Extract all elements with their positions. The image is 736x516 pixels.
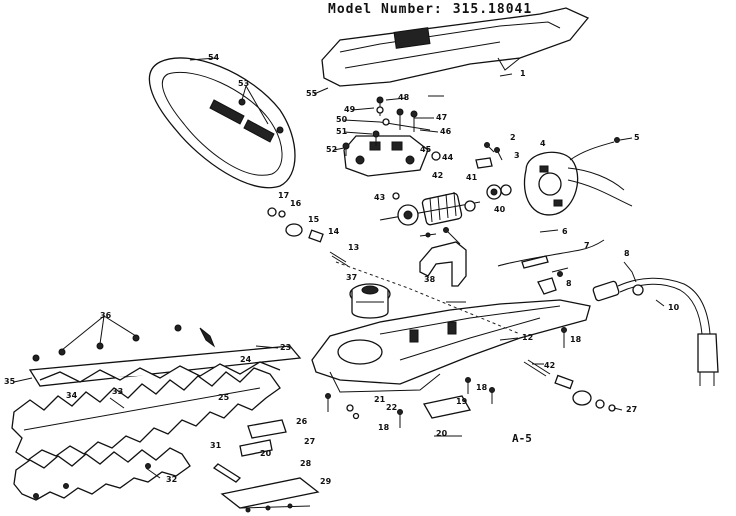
callout-40: 40 [494, 205, 506, 214]
part-main-housing [311, 299, 591, 393]
callout-49: 49 [344, 105, 356, 114]
figure-label: A-5 [512, 432, 532, 445]
callout-42b: 42 [544, 361, 555, 370]
callout-47: 47 [436, 113, 447, 122]
callout-labels: 1 2 3 4 5 6 7 8 8 10 12 13 14 15 16 17 1… [4, 53, 680, 486]
callout-37: 37 [346, 273, 357, 282]
callout-5: 5 [634, 133, 640, 142]
callout-15: 15 [308, 215, 320, 224]
callout-35: 35 [4, 377, 16, 386]
callout-8b: 8 [624, 249, 630, 258]
part-field-stator [523, 137, 633, 216]
callout-34: 34 [66, 391, 78, 400]
callout-53: 53 [238, 79, 249, 88]
callout-22: 22 [386, 403, 397, 412]
callout-4: 4 [540, 139, 546, 148]
callout-3: 3 [514, 151, 520, 160]
callout-14: 14 [328, 227, 340, 236]
callout-32: 32 [166, 475, 177, 484]
callout-41: 41 [466, 173, 478, 182]
leader-lines [13, 57, 665, 411]
part-cable-clamp [497, 229, 605, 295]
callout-52: 52 [326, 145, 337, 154]
callout-44: 44 [442, 153, 454, 162]
callout-18c: 18 [378, 423, 390, 432]
callout-46: 46 [440, 127, 452, 136]
part-gear-set [267, 207, 349, 267]
callout-28: 28 [300, 459, 312, 468]
callout-20b: 20 [260, 449, 272, 458]
part-bottom-blade [13, 447, 191, 501]
callout-12: 12 [522, 333, 533, 342]
callout-25: 25 [218, 393, 230, 402]
callout-18b: 18 [476, 383, 488, 392]
callout-16: 16 [290, 199, 302, 208]
part-bracket [419, 227, 467, 303]
part-power-cord [592, 261, 719, 386]
callout-50: 50 [336, 115, 348, 124]
callout-24: 24 [240, 355, 252, 364]
callout-7: 7 [584, 241, 590, 250]
part-bottom-cover [212, 419, 320, 513]
callout-18: 18 [570, 335, 582, 344]
callout-43: 43 [374, 193, 385, 202]
callout-26: 26 [296, 417, 308, 426]
model-number-label: Model Number: [328, 2, 443, 17]
callout-17: 17 [278, 191, 289, 200]
callout-27: 27 [304, 437, 315, 446]
callout-6: 6 [562, 227, 568, 236]
part-screws-top [342, 95, 444, 156]
callout-20: 20 [436, 429, 448, 438]
callout-42: 42 [432, 171, 443, 180]
part-switch-housing [343, 135, 429, 177]
callout-36: 36 [100, 311, 112, 320]
part-bearing [475, 142, 512, 200]
callout-31: 31 [210, 441, 222, 450]
assembly-guide-line [335, 261, 521, 335]
callout-23: 23 [280, 343, 291, 352]
part-gear-case [349, 283, 391, 319]
part-armature [379, 151, 481, 226]
callout-27b: 27 [626, 405, 637, 414]
part-hand-guard [148, 57, 296, 189]
part-gear-set-right [523, 327, 616, 412]
callout-55: 55 [306, 89, 318, 98]
callout-45: 45 [420, 145, 432, 154]
callout-29: 29 [320, 477, 332, 486]
callout-19: 19 [456, 397, 468, 406]
callout-33: 33 [112, 387, 123, 396]
callout-38: 38 [424, 275, 436, 284]
callout-8: 8 [566, 279, 572, 288]
part-upper-blade [28, 315, 302, 387]
callout-13: 13 [348, 243, 359, 252]
part-cutter-blade [11, 367, 281, 461]
callout-10: 10 [668, 303, 680, 312]
callout-21: 21 [374, 395, 386, 404]
model-number-value: 315.18041 [452, 2, 533, 17]
model-number-header: Model Number: 315.18041 [328, 2, 542, 17]
callout-54: 54 [208, 53, 220, 62]
part-base-plate [325, 377, 495, 437]
callout-1: 1 [520, 69, 526, 78]
part-top-cover [321, 7, 590, 87]
callout-48: 48 [398, 93, 410, 102]
callout-2: 2 [510, 133, 516, 142]
callout-51: 51 [336, 127, 348, 136]
